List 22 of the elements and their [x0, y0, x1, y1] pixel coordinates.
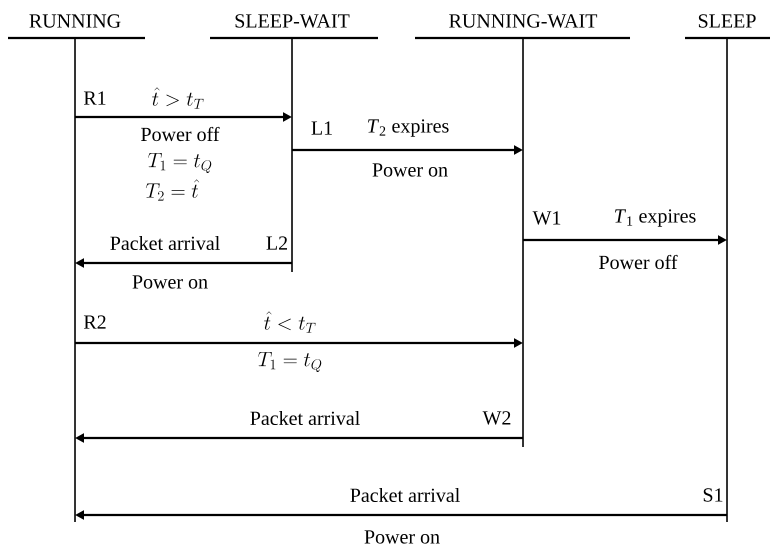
transition-label: R2 — [84, 315, 106, 329]
transition-label: L1 — [311, 121, 332, 135]
transition-label: L2 — [266, 236, 287, 250]
transition-label: Power on — [132, 275, 208, 289]
transition-label: S1 — [704, 488, 722, 502]
edge-label: Power off — [141, 126, 220, 142]
condition-formula: $\hat{t} > t_T$ — [152, 87, 204, 109]
edge-label: Packet arrival — [250, 410, 360, 426]
edge-label: Packet arrival — [110, 236, 220, 250]
transition-label: R1 — [84, 91, 106, 105]
transition-label: Power off — [599, 254, 678, 270]
condition-formula: $\hat{t} < t_T$ — [264, 311, 316, 333]
transition-label: W1 — [532, 211, 560, 225]
edge-label: T$_{2}$ expires — [368, 119, 449, 137]
edge-label: Packet arrival — [350, 488, 460, 502]
edge-label: T$_{1}$ expires — [615, 209, 696, 227]
condition-formula: $T_2 = \hat{t}$ — [146, 179, 200, 201]
transition-label: W2 — [482, 411, 510, 425]
condition-formula: $T_1 = t_Q$ — [148, 153, 212, 174]
condition-formula: $T_1 = t_Q$ — [258, 352, 322, 372]
transition-label: Power on — [372, 163, 448, 177]
transition-label: Power on — [364, 530, 440, 544]
